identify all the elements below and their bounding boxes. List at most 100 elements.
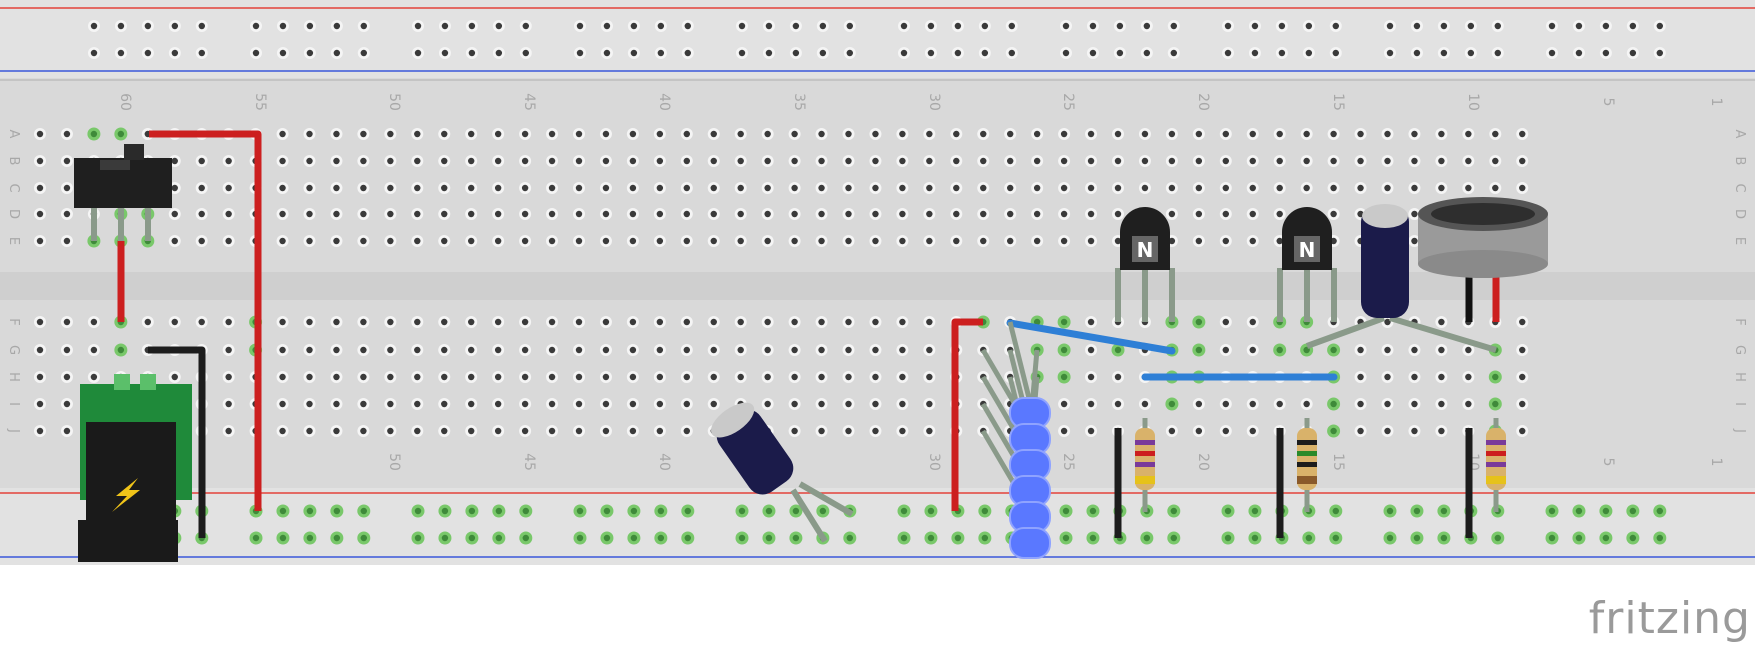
breadboard-hole-center [468, 237, 475, 245]
breadboard-hole-center [63, 184, 71, 192]
row-letter: D [6, 209, 21, 219]
breadboard-hole-center [548, 346, 556, 354]
breadboard-hole-center [494, 346, 502, 354]
rail-hole-center [1548, 534, 1556, 542]
breadboard-hole-center [683, 210, 690, 218]
breadboard-hole-center [629, 400, 637, 408]
breadboard-hole-center [387, 210, 394, 218]
breadboard-hole-center [1438, 157, 1445, 165]
breadboard-hole-center [1276, 184, 1283, 192]
rail-hole-center [1440, 49, 1448, 57]
breadboard-hole-center [710, 318, 717, 326]
breadboard-hole-center [629, 210, 637, 218]
breadboard-hole-center [306, 157, 313, 165]
breadboard-hole-center [279, 210, 286, 218]
breadboard-hole-center [845, 210, 852, 218]
breadboard-hole-center [1465, 346, 1472, 354]
breadboard-hole-center [225, 184, 232, 192]
rail-hole-center [1170, 49, 1178, 57]
rail-hole-center [1143, 534, 1151, 542]
column-number-bottom: 5 [1600, 458, 1616, 467]
breadboard-hole-center [494, 210, 502, 218]
column-number-top: 40 [656, 93, 672, 111]
breadboard-hole-center [468, 318, 475, 326]
breadboard-hole-center [1033, 318, 1041, 326]
breadboard-hole-center [818, 400, 825, 408]
breadboard-hole-center [1249, 318, 1256, 326]
rail-hole-center [1062, 534, 1070, 542]
rail-hole-center [603, 22, 611, 30]
breadboard-hole-center [1007, 157, 1014, 165]
rail-hole-center [1494, 22, 1502, 30]
breadboard-hole-center [899, 237, 906, 245]
rail-hole-center [522, 49, 529, 57]
breadboard-hole-center [602, 157, 610, 165]
breadboard-hole-center [414, 427, 421, 435]
rail-hole-center [576, 22, 584, 30]
rail-hole-center [441, 534, 449, 542]
breadboard-hole-center [656, 130, 664, 138]
breadboard-hole-center [468, 346, 475, 354]
rail-hole-center [522, 534, 529, 542]
breadboard-hole-center [629, 318, 637, 326]
breadboard-hole-center [1384, 427, 1391, 435]
breadboard-hole-center [872, 184, 879, 192]
column-number-bottom: 50 [386, 453, 402, 471]
breadboard-hole-center [818, 318, 825, 326]
breadboard-hole-center [36, 237, 44, 245]
breadboard-hole-center [1087, 427, 1095, 435]
rail-hole-center [414, 534, 422, 542]
breadboard-hole-center [764, 400, 771, 408]
rail-hole-center [630, 507, 638, 515]
transistor-2: N [1277, 207, 1337, 322]
breadboard-hole-center [1222, 427, 1230, 435]
resistor-3 [1486, 418, 1506, 512]
rail-hole-center [1575, 534, 1583, 542]
breadboard-hole-center [333, 318, 340, 326]
breadboard-hole-center [1519, 184, 1526, 192]
breadboard-hole-center [36, 210, 44, 218]
breadboard-hole-center [575, 130, 583, 138]
breadboard-hole-center [737, 346, 744, 354]
breadboard-hole-center [1438, 427, 1445, 435]
rail-hole-center [90, 49, 98, 57]
breadboard-hole-center [764, 237, 771, 245]
breadboard-hole-center [926, 184, 933, 192]
breadboard-hole-center [683, 427, 690, 435]
column-number-bottom: 1 [1708, 458, 1724, 467]
breadboard-hole-center [629, 427, 637, 435]
rail-hole-center [1332, 534, 1340, 542]
breadboard-hole-center [845, 400, 852, 408]
bottom-power-rail [0, 488, 1755, 565]
breadboard-hole-center [1357, 373, 1364, 381]
breadboard-hole-center [602, 184, 610, 192]
rail-hole-center [495, 507, 503, 515]
breadboard-hole-center [387, 318, 394, 326]
breadboard-hole-center [333, 373, 340, 381]
breadboard-hole-center [1411, 346, 1418, 354]
rail-hole-center [1629, 22, 1637, 30]
breadboard-hole-center [279, 318, 286, 326]
breadboard-hole-center [1195, 184, 1203, 192]
breadboard-hole-center [899, 184, 906, 192]
row-letter: I [1732, 402, 1747, 406]
breadboard-hole-center [575, 318, 583, 326]
breadboard-hole-center [602, 237, 610, 245]
breadboard-hole-center [926, 318, 933, 326]
breadboard-hole-center [1384, 373, 1391, 381]
breadboard-hole-center [980, 184, 987, 192]
breadboard-hole-center [1087, 130, 1095, 138]
breadboard-hole-center [521, 427, 529, 435]
breadboard-hole-center [1222, 184, 1230, 192]
breadboard-hole-center [1357, 157, 1364, 165]
led-leg [1007, 321, 1033, 403]
breadboard-hole-center [521, 210, 529, 218]
rail-hole-center [1224, 507, 1232, 515]
breadboard-hole-center [602, 427, 610, 435]
rail-hole-center [1305, 49, 1313, 57]
rail-hole-center [1251, 507, 1259, 515]
breadboard-hole-center [306, 237, 313, 245]
column-number-bottom: 40 [656, 453, 672, 471]
breadboard-hole-center [333, 427, 340, 435]
